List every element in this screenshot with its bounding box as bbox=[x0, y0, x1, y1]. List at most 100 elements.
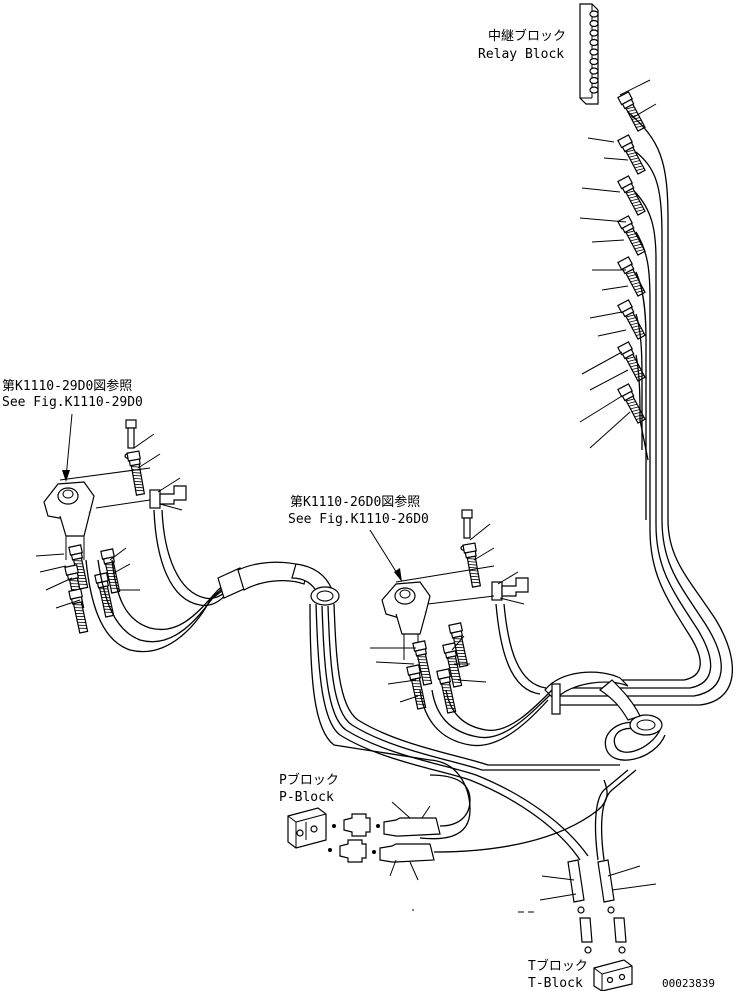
hose-fitting bbox=[462, 542, 482, 588]
relay-port bbox=[589, 19, 599, 28]
leader-arrow-mid bbox=[394, 568, 402, 582]
hose-fitting bbox=[617, 134, 646, 175]
relay-port bbox=[589, 10, 599, 18]
see-fig-mid-label-en: See Fig.K1110-26D0 bbox=[288, 512, 429, 527]
hose-fitting bbox=[442, 642, 463, 688]
leader-line bbox=[389, 859, 397, 877]
mid-hose-fittings bbox=[406, 542, 482, 714]
leader-line bbox=[603, 157, 629, 161]
leader-line bbox=[581, 351, 623, 375]
leader-line bbox=[35, 553, 65, 557]
leader-line bbox=[409, 861, 419, 881]
leader-line bbox=[159, 503, 183, 511]
leader-line bbox=[399, 695, 419, 703]
leader-line bbox=[39, 565, 67, 573]
leader-line bbox=[421, 805, 431, 819]
grommet-left bbox=[310, 586, 340, 606]
hose-bundle-left bbox=[85, 509, 237, 653]
see-fig-left-label-en: See Fig.K1110-29D0 bbox=[2, 395, 143, 410]
leader-line bbox=[587, 137, 615, 143]
leader-line bbox=[387, 679, 417, 685]
hose-protector-mid bbox=[544, 671, 641, 721]
misc-marks bbox=[412, 909, 534, 913]
relay-port bbox=[589, 86, 599, 94]
leader-arrow-left bbox=[62, 470, 70, 482]
leader-line bbox=[45, 577, 73, 591]
hose-fitting bbox=[436, 668, 457, 714]
leader-line bbox=[59, 467, 151, 481]
relay-block-label-en: Relay Block bbox=[478, 47, 564, 62]
relay-port bbox=[589, 57, 599, 66]
t-block bbox=[593, 959, 633, 991]
t-block-label-en: T-Block bbox=[528, 976, 583, 991]
p-block-label-en: P-Block bbox=[279, 790, 334, 805]
leader-line bbox=[157, 477, 181, 493]
relay-port bbox=[589, 29, 599, 37]
leader-line bbox=[631, 103, 657, 119]
leader-line bbox=[581, 187, 621, 193]
hose-bundle-center bbox=[309, 603, 620, 861]
drawing-number: 00023839 bbox=[662, 977, 715, 990]
grommet-right bbox=[629, 714, 663, 736]
t-block-label-jp: Tブロック bbox=[528, 958, 588, 974]
leader-line bbox=[133, 433, 155, 449]
hose-fitting bbox=[126, 450, 146, 496]
left-hose-fittings bbox=[64, 450, 146, 634]
ppc-valve-left bbox=[43, 481, 95, 560]
leader-line bbox=[591, 239, 625, 243]
hose-bundle-right bbox=[560, 111, 733, 706]
callout-leader-lines bbox=[35, 79, 657, 901]
relay-block-label-jp: 中継ブロック bbox=[488, 28, 566, 44]
hose-fitting bbox=[617, 299, 646, 340]
leader-line bbox=[457, 679, 487, 683]
hose-fitting bbox=[617, 215, 646, 256]
see-fig-mid-label-jp: 第K1110-26D0図参照 bbox=[290, 494, 420, 510]
leader-line bbox=[395, 565, 495, 583]
leader-line bbox=[611, 883, 657, 891]
leader-line bbox=[497, 571, 519, 585]
relay-port bbox=[589, 38, 599, 47]
leader-line bbox=[597, 329, 627, 337]
see-fig-left-leader bbox=[65, 413, 73, 479]
p-block-hoses bbox=[429, 774, 608, 853]
leader-line bbox=[589, 311, 623, 319]
see-fig-left-label-jp: 第K1110-29D0図参照 bbox=[2, 378, 132, 394]
leader-line bbox=[469, 523, 491, 541]
relay-block bbox=[579, 3, 599, 105]
hose-fitting bbox=[68, 588, 89, 634]
leader-line bbox=[579, 395, 623, 423]
leader-line bbox=[589, 411, 631, 449]
p-block bbox=[287, 807, 327, 849]
leader-line bbox=[601, 285, 629, 291]
leader-line bbox=[109, 547, 127, 561]
hose-fitting bbox=[617, 256, 646, 297]
relay-port bbox=[589, 76, 599, 85]
hose-fitting bbox=[617, 175, 646, 216]
leader-line bbox=[375, 661, 415, 665]
leader-line bbox=[451, 635, 465, 651]
leader-line bbox=[607, 865, 641, 877]
t-block-fittings bbox=[567, 859, 627, 954]
leader-line bbox=[539, 893, 577, 901]
leader-line bbox=[541, 875, 575, 881]
leader-line bbox=[427, 595, 495, 605]
relay-port bbox=[589, 48, 599, 56]
leader-line bbox=[579, 217, 627, 223]
leader-line bbox=[473, 547, 495, 561]
leader-line bbox=[55, 599, 81, 609]
leader-line bbox=[499, 597, 525, 605]
leader-line bbox=[111, 563, 131, 575]
leader-line bbox=[589, 369, 629, 391]
p-block-fittings bbox=[328, 813, 441, 863]
see-fig-mid-leader bbox=[369, 529, 401, 579]
return-hose-loop bbox=[594, 721, 666, 861]
hose-bundle-mid bbox=[419, 603, 553, 747]
leader-line bbox=[391, 801, 411, 819]
relay-port bbox=[589, 67, 599, 75]
hose-fitting bbox=[448, 622, 469, 668]
hose-fitting bbox=[412, 640, 433, 686]
leader-line bbox=[137, 453, 161, 469]
leader-line bbox=[95, 499, 151, 509]
leader-line bbox=[619, 79, 651, 96]
